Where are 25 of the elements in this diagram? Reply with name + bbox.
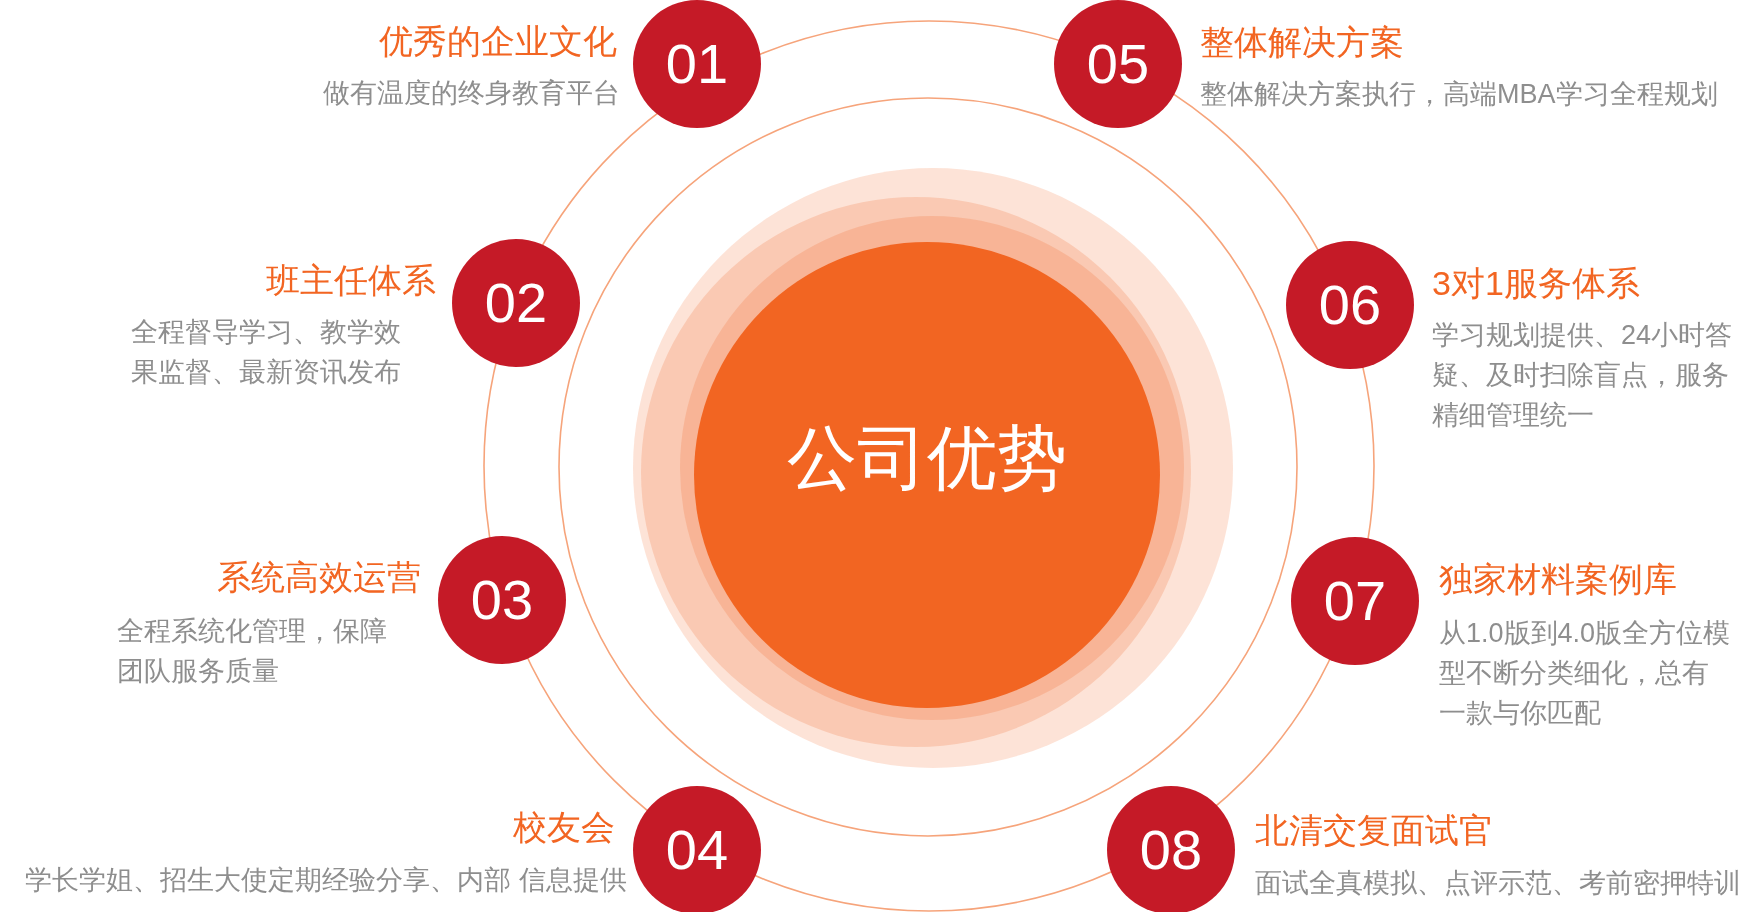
item-description: 整体解决方案执行，高端MBA学习全程规划: [1200, 78, 1718, 111]
step-number: 05: [1086, 36, 1150, 92]
item-heading: 班主任体系: [266, 260, 436, 300]
step-number: 04: [665, 822, 729, 878]
item-description: 从1.0版到4.0版全方位模型不断分类细化，总有一款与你匹配: [1439, 617, 1732, 730]
step-number: 07: [1323, 573, 1387, 629]
step-number: 02: [484, 275, 548, 331]
item-heading: 系统高效运营: [217, 557, 421, 597]
item-heading: 独家材料案例库: [1439, 559, 1677, 599]
item-description: 做有温度的终身教育平台: [323, 77, 620, 110]
item-description: 学习规划提供、24小时答疑、及时扫除盲点，服务精细管理统一: [1432, 319, 1734, 432]
item-description: 学长学姐、招生大使定期经验分享、内部 信息提供: [25, 864, 627, 897]
item-heading: 优秀的企业文化: [379, 21, 617, 61]
item-description: 全程系统化管理，保障团队服务质量: [117, 615, 388, 688]
step-number: 01: [665, 36, 729, 92]
center-title: 公司优势: [787, 423, 1067, 493]
step-number: 06: [1318, 277, 1382, 333]
item-heading: 校友会: [513, 807, 615, 847]
item-description: 全程督导学习、教学效果监督、最新资讯发布: [131, 316, 402, 389]
step-number: 03: [470, 572, 534, 628]
step-number: 08: [1139, 822, 1203, 878]
item-heading: 3对1服务体系: [1432, 263, 1640, 303]
item-heading: 整体解决方案: [1200, 22, 1404, 62]
item-description: 面试全真模拟、点评示范、考前密押特训: [1255, 867, 1741, 900]
item-heading: 北清交复面试官: [1255, 810, 1493, 850]
